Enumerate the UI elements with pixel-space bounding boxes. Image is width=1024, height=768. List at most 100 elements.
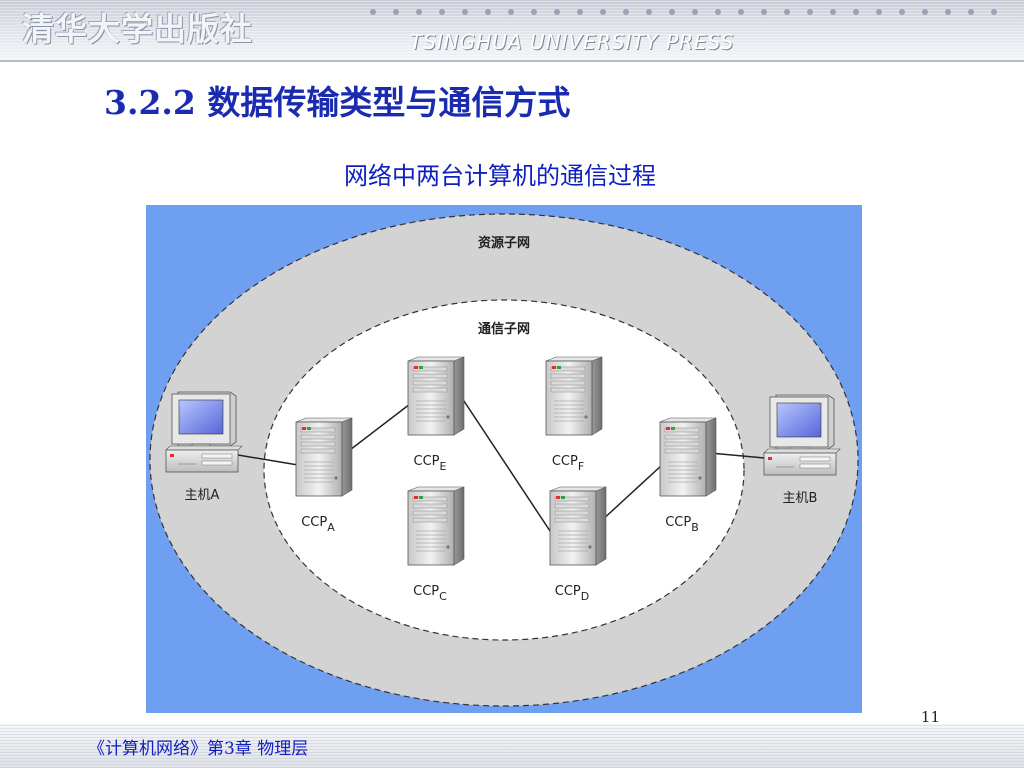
banner-divider [0,60,1024,62]
server-drive-bay [550,380,586,386]
server-drive-bay [664,441,700,447]
server-led [414,496,418,499]
host-computer-icon [763,394,841,476]
case-top [165,445,243,451]
drive-slot [799,456,831,462]
server-front-panel [295,421,343,497]
host-label-B: 主机B [783,491,818,506]
ccp-label-D: CCPD [555,584,589,603]
server-icon [659,417,717,497]
server-button [584,415,588,419]
ccp-label-F: CCPF [552,454,584,473]
server-drive-bay [550,366,586,372]
server-top-panel [407,486,465,492]
banner-dot [669,9,675,15]
server-drive-bay [664,448,700,454]
host-computer-icon [165,391,243,473]
server-top-panel [549,486,607,492]
banner-dot [761,9,767,15]
server-side-panel [591,356,603,436]
server-icon [407,356,465,436]
monitor-screen [178,399,224,435]
server-led [671,427,675,430]
server-led [307,427,311,430]
server-top-panel [295,417,353,423]
server-led [419,496,423,499]
slide-subtitle-text: 网络中两台计算机的通信过程 [344,162,656,190]
server-icon [295,417,353,497]
ccp-label-C: CCPC [413,584,447,603]
links-layer [237,391,765,535]
slide-subtitle: 网络中两台计算机的通信过程 [0,156,1000,191]
banner-dot [393,9,399,15]
server-button [334,476,338,480]
link-E-D [457,391,553,535]
server-drive-bay [554,503,590,509]
server-drive-bay [412,496,448,502]
host-label-A: 主机A [185,488,220,503]
banner-dot [646,9,652,15]
server-icon [407,486,465,566]
server-drive-bay [664,434,700,440]
server-drive-bay [412,366,448,372]
server-led [556,496,560,499]
banner-dot [922,9,928,15]
ccp-label-subscript: F [578,460,584,473]
ccp-label-base: CCP [555,584,581,599]
ccp-label-E: CCPE [414,454,447,473]
server-side-panel [453,486,465,566]
link-A-E [345,403,411,454]
server-top-panel [407,356,465,362]
ccp-label-base: CCP [552,454,578,469]
server-front-panel [407,360,455,436]
banner-dot [738,9,744,15]
server-side-panel [341,417,353,497]
server-led [414,366,418,369]
server-led [561,496,565,499]
power-led [170,454,174,457]
server-drive-bay [412,380,448,386]
banner-dot [853,9,859,15]
banner-dot [370,9,376,15]
server-drive-bay [300,427,336,433]
banner-dot [462,9,468,15]
server-side-panel [453,356,465,436]
server-front-panel [549,490,597,566]
server-drive-bay [664,427,700,433]
banner-dot [876,9,882,15]
server-top-panel [545,356,603,362]
communication-subnet-region [263,299,745,641]
server-drive-bay [550,373,586,379]
drive-slot [799,463,831,469]
case-top [763,448,841,454]
banner-dot [416,9,422,15]
banner-dot [600,9,606,15]
communication-subnet-label: 通信子网 [478,321,530,337]
ccp-label-subscript: A [327,521,335,534]
banner-dot [531,9,537,15]
server-led [552,366,556,369]
server-drive-bay [412,373,448,379]
banner-dot [508,9,514,15]
page-number: 11 [920,708,940,726]
banner-dot [784,9,790,15]
course-chapter-label: 《计算机网络》第3章 物理层 [88,739,309,759]
server-side-panel [595,486,607,566]
server-drive-bay [300,434,336,440]
link-D-B [599,464,663,523]
publisher-name-en: TSINGHUA UNIVERSITY PRESS [410,30,735,54]
server-top-panel [659,417,717,423]
drive-slot [201,453,233,459]
ccp-label-subscript: E [440,460,447,473]
server-drive-bay [412,517,448,523]
server-front-panel [659,421,707,497]
server-drive-bay [554,496,590,502]
server-front-panel [545,360,593,436]
server-drive-bay [412,387,448,393]
banner-dot [623,9,629,15]
server-drive-bay [554,517,590,523]
server-drive-bay [550,387,586,393]
server-drive-bay [554,510,590,516]
banner-dot [692,9,698,15]
